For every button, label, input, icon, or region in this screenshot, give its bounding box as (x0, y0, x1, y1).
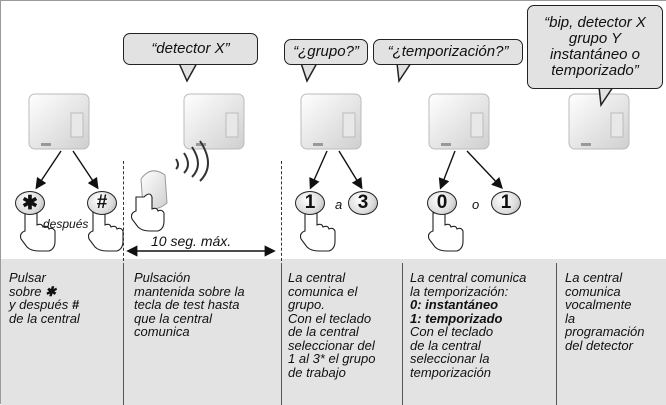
key-0: 0 (427, 191, 457, 215)
text-line: y después # (9, 298, 121, 312)
signal-waves-icon (175, 140, 209, 182)
text-fragment: y después (9, 297, 72, 312)
central-unit-icon (300, 93, 362, 150)
step-2-text: Pulsación mantenida sobre la tecla de te… (134, 271, 279, 339)
key-label: 1 (304, 192, 316, 213)
connector-a: a (335, 197, 343, 212)
bubble-tail (299, 62, 319, 83)
bubble-text: “detector X” (151, 40, 230, 57)
central-unit-icon (28, 93, 90, 150)
text-line: mantenida sobre la (134, 283, 245, 299)
text-line: 1 al 3* el grupo (288, 351, 376, 366)
arrow (35, 150, 62, 190)
text-line: Con el teclado (288, 310, 372, 326)
arrow (309, 150, 328, 190)
text-line: del detector (565, 337, 633, 353)
text-line: Pulsación (134, 270, 191, 285)
text-line: Con el teclado (410, 324, 494, 339)
text-line: seleccionar la (410, 351, 490, 366)
key-1: 1 (295, 191, 325, 215)
step-4-text: La central comunica la temporización: 0:… (410, 271, 554, 379)
bubble-text: “¿temporización?” (387, 43, 509, 60)
arrow (466, 150, 503, 190)
text-line: grupo. (288, 297, 325, 312)
duration-label: 10 seg. máx. (151, 233, 232, 249)
central-unit-icon (428, 93, 490, 150)
text-line: comunica el (288, 283, 358, 299)
arrow (338, 150, 363, 190)
text-line: sobre ✱ (9, 283, 121, 299)
key-3: 3 (348, 191, 378, 215)
hand-icon (19, 205, 56, 252)
key-label: 1 (500, 192, 512, 213)
text-line: tecla de test hasta (134, 297, 240, 312)
key-label: ✱ (22, 192, 38, 214)
key-1: 1 (491, 191, 521, 215)
bubble-text: “¿grupo?” (293, 43, 359, 60)
bubble-tail (177, 62, 199, 83)
key-label: # (96, 192, 108, 213)
text-line: de la central (288, 324, 359, 339)
speech-bubble: “detector X” (123, 33, 258, 65)
speech-bubble: “bip, detector X grupo Y instantáneo o t… (527, 5, 663, 89)
central-unit-icon (183, 93, 245, 150)
text-line: vocalmente (565, 297, 632, 312)
text-line: 0: instantáneo (410, 297, 499, 312)
bubble-tail (396, 62, 413, 84)
text-line: La central comunica (410, 270, 527, 285)
text-line: de la central (9, 310, 80, 326)
text-line: que la central (134, 310, 213, 326)
star-symbol: ✱ (45, 283, 57, 299)
text-line: la (565, 310, 576, 326)
text-line: la temporización: (410, 283, 509, 299)
text-line: La central (288, 270, 346, 285)
text-line: Pulsar (9, 270, 46, 285)
text-line: de la central (410, 337, 481, 353)
column-separator (556, 263, 557, 405)
text-line: 1: temporizado (410, 310, 503, 326)
text-fragment: sobre (9, 283, 46, 299)
column-separator (281, 263, 282, 405)
dashed-divider (281, 161, 282, 261)
hand-icon (87, 205, 124, 252)
step-5-text: La central comunica vocalmente la progra… (565, 271, 665, 352)
hand-icon (299, 209, 336, 252)
bubble-text: “bip, detector X grupo Y instantáneo o t… (544, 14, 646, 79)
text-line: seleccionar del (288, 337, 375, 353)
speech-bubble: “¿temporización?” (373, 39, 523, 65)
step-3-text: La central comunica el grupo. Con el tec… (288, 271, 400, 379)
key-label: 0 (436, 192, 448, 213)
connector-despues: después (43, 217, 89, 231)
hash-key: # (87, 191, 117, 215)
hand-icon (130, 193, 165, 232)
star-key: ✱ (15, 191, 45, 215)
hash-symbol: # (71, 297, 80, 312)
text-line: programación (565, 324, 645, 339)
text-line: comunica (134, 324, 190, 339)
text-line: La central (565, 270, 623, 285)
key-label: 3 (357, 192, 369, 213)
text-line: temporización (410, 364, 491, 380)
arrow (72, 150, 99, 190)
column-separator (123, 263, 124, 405)
speech-bubble: “¿grupo?” (284, 39, 368, 65)
central-unit-icon (568, 93, 630, 150)
arrow (438, 150, 456, 190)
instructions-band (1, 259, 666, 405)
column-separator (402, 263, 403, 405)
hand-icon (427, 209, 464, 252)
step-1-text: Pulsar sobre ✱ y después # de la central (9, 271, 121, 325)
text-line: de trabajo (288, 364, 346, 380)
dashed-divider (123, 161, 124, 261)
text-line: comunica (565, 283, 621, 299)
connector-o: o (472, 197, 480, 212)
